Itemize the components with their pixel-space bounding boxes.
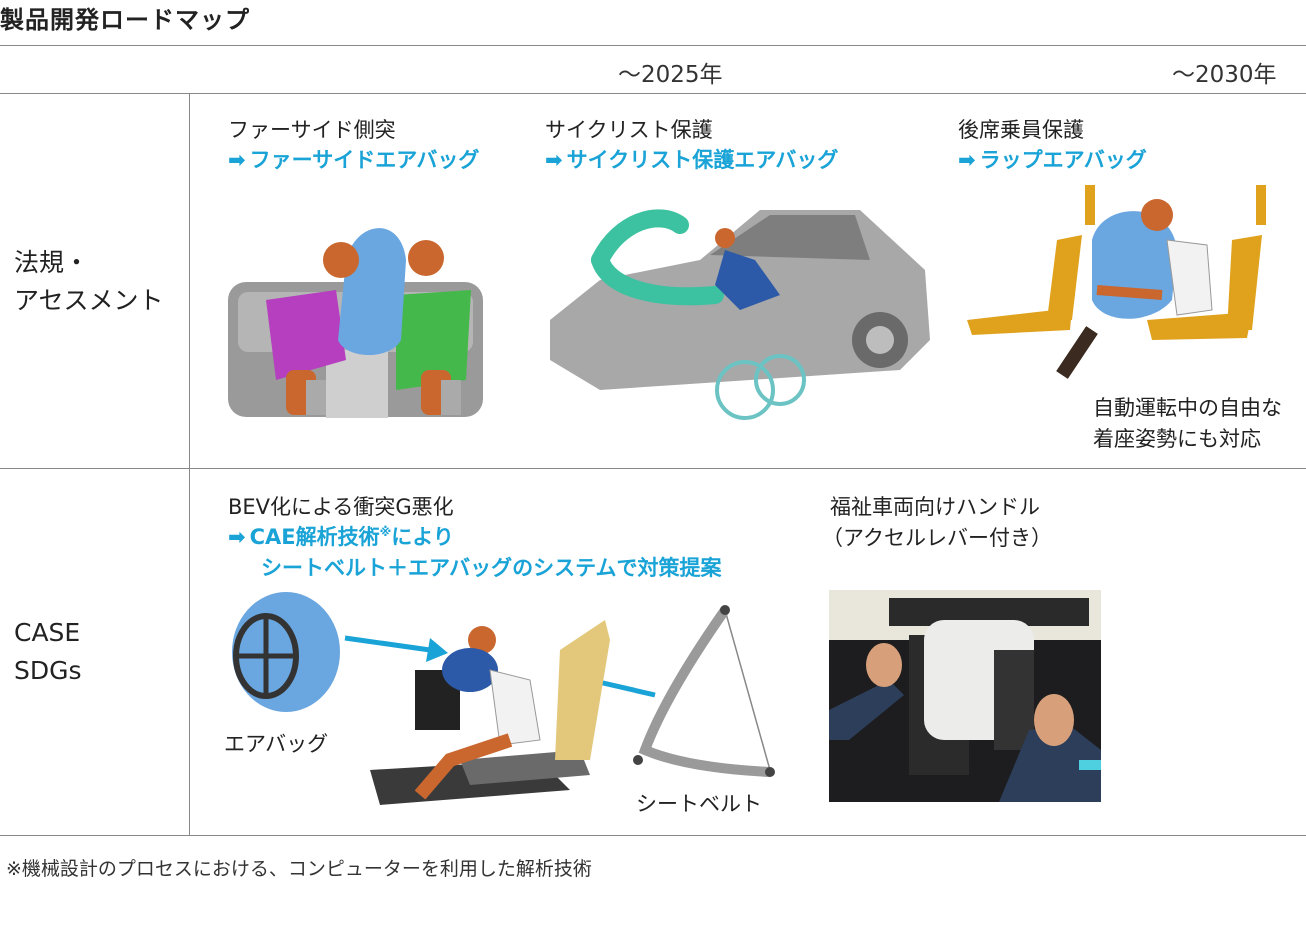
seatbelt-illustration [630,600,775,785]
bev-title: BEV化による衝突G悪化 [228,495,454,519]
cyclist-title: サイクリスト保護 [545,118,713,142]
divider-bottom [0,835,1306,836]
cae-dummy-illustration [360,610,630,810]
rear-title: 後席乗員保護 [958,118,1084,142]
rear-note-line2: 着座姿勢にも対応 [1093,427,1261,451]
rear-note-line1: 自動運転中の自由な [1093,396,1282,420]
cyclist-solution: ➡サイクリスト保護エアバッグ [545,148,839,172]
divider-row [0,468,1306,469]
footnote: ※機械設計のプロセスにおける、コンピューターを利用した解析技術 [6,858,592,880]
label-airbag: エアバッグ [224,732,329,756]
lap-airbag-illustration [962,180,1278,380]
arrow-right-icon: ➡ [228,148,246,172]
arrow-right-icon: ➡ [545,148,563,172]
farside-title: ファーサイド側突 [228,118,396,142]
handle-title-line1: 福祉車両向けハンドル [830,495,1040,519]
label-seatbelt: シートベルト [636,792,762,816]
pointer-arrow-airbag [344,635,448,662]
arrow-right-icon: ➡ [958,148,976,172]
bev-solution-line1: ➡CAE解析技術※により [228,525,454,549]
welfare-handle-photo [829,590,1101,802]
year-2025: ～2025年 [618,62,723,88]
handle-title-line2: （アクセルレバー付き） [822,526,1052,550]
divider-top [0,45,1306,46]
divider-label-column [189,93,190,835]
year-2030: ～2030年 [1172,62,1277,88]
bev-solution-line2: シートベルト＋エアバッグのシステムで対策提案 [261,556,722,580]
cyclist-airbag-illustration [540,200,932,430]
steering-airbag-illustration [222,590,344,720]
rear-solution: ➡ラップエアバッグ [958,148,1147,172]
farside-solution: ➡ファーサイドエアバッグ [228,148,480,172]
arrow-right-icon: ➡ [228,525,246,549]
page-title: 製品開発ロードマップ [0,6,250,34]
divider-header [0,93,1306,94]
row-label-regulation: 法規・ アセスメント [14,248,164,315]
farside-airbag-illustration [226,220,488,420]
row-label-case: CASE SDGs [14,618,82,685]
